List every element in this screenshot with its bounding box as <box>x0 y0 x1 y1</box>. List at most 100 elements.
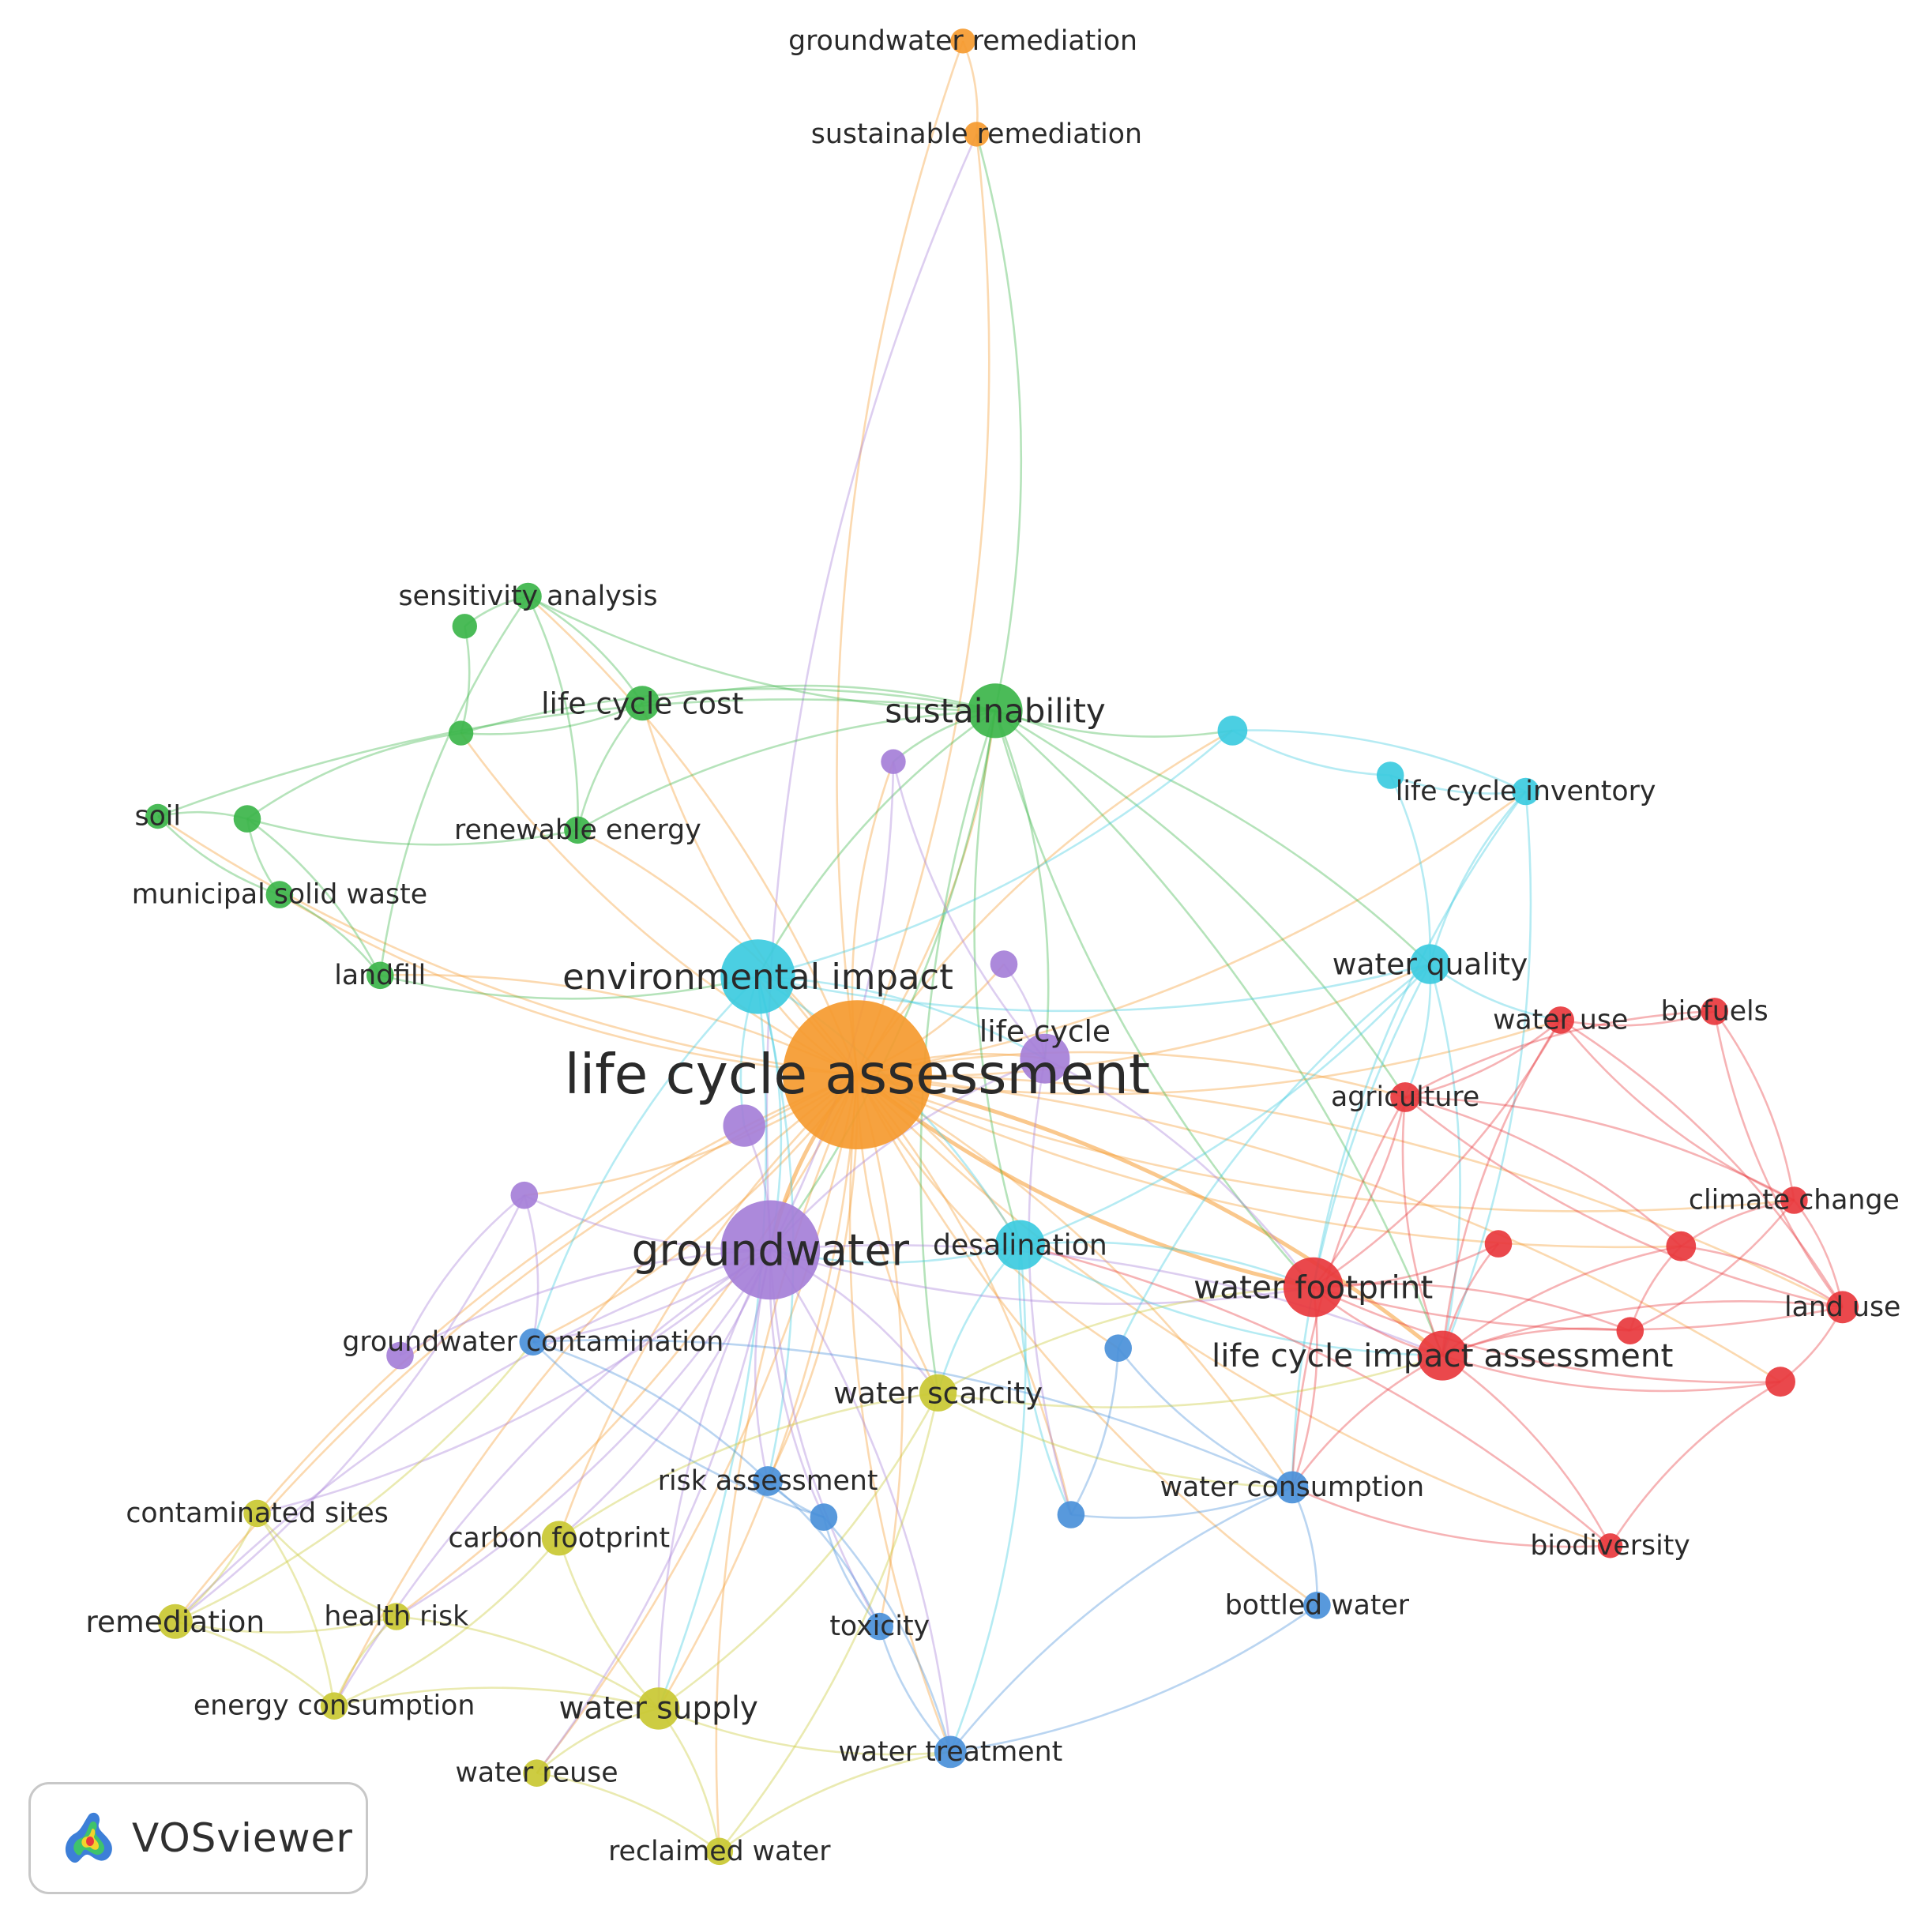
label-wcons[interactable]: water consumption <box>1160 1472 1424 1503</box>
label-lc[interactable]: life cycle <box>979 1014 1111 1049</box>
node-r4[interactable] <box>1765 1367 1796 1397</box>
node-r2[interactable] <box>1666 1231 1697 1261</box>
label-contam[interactable]: contaminated sites <box>126 1498 389 1529</box>
node-wq[interactable] <box>1410 944 1450 984</box>
node-wtreat[interactable] <box>934 1735 967 1769</box>
label-risk[interactable]: risk assessment <box>658 1465 878 1497</box>
label-desal[interactable]: desalination <box>933 1228 1107 1262</box>
label-climate[interactable]: climate change <box>1689 1185 1900 1216</box>
node-wsupply[interactable] <box>637 1687 680 1730</box>
node-wf[interactable] <box>1283 1257 1344 1318</box>
node-lc[interactable] <box>1020 1033 1070 1084</box>
link-lca-reclaimed <box>715 1074 859 1852</box>
node-msw[interactable] <box>265 881 294 908</box>
label-lcc[interactable]: life cycle cost <box>541 686 743 720</box>
node-p2[interactable] <box>990 950 1018 978</box>
label-renew[interactable]: renewable energy <box>454 814 701 846</box>
node-toxicity[interactable] <box>866 1612 893 1641</box>
node-envimp[interactable] <box>720 939 795 1014</box>
node-landuse[interactable] <box>1826 1291 1859 1324</box>
node-climate[interactable] <box>1780 1186 1808 1214</box>
label-gw_rem[interactable]: groundwater remediation <box>788 25 1137 57</box>
node-bottled[interactable] <box>1303 1592 1331 1619</box>
label-toxicity[interactable]: toxicity <box>829 1611 930 1642</box>
node-reclaimed[interactable] <box>705 1837 734 1866</box>
node-soil[interactable] <box>145 803 171 829</box>
label-remed[interactable]: remediation <box>85 1604 265 1639</box>
node-lca[interactable] <box>783 1000 932 1149</box>
node-risk[interactable] <box>753 1466 783 1496</box>
node-carbon[interactable] <box>541 1521 577 1556</box>
node-c2[interactable] <box>1376 761 1404 789</box>
label-sus_rem[interactable]: sustainable remediation <box>811 118 1142 150</box>
label-gw[interactable]: groundwater <box>632 1224 910 1275</box>
node-reuse[interactable] <box>523 1759 551 1787</box>
node-remed[interactable] <box>157 1604 193 1639</box>
node-b3[interactable] <box>1057 1501 1085 1528</box>
label-gwcont[interactable]: groundwater contamination <box>342 1326 724 1358</box>
label-biofuels[interactable]: biofuels <box>1661 995 1768 1027</box>
node-wateruse[interactable] <box>1547 1006 1574 1034</box>
link-agri-r2 <box>1404 1096 1682 1247</box>
label-soil[interactable]: soil <box>135 801 182 833</box>
label-wq[interactable]: water quality <box>1332 947 1528 982</box>
link-lca-wtreat <box>848 1074 952 1753</box>
label-envimp[interactable]: environmental impact <box>562 956 953 998</box>
node-gw[interactable] <box>720 1200 821 1300</box>
label-wf[interactable]: water footprint <box>1193 1269 1433 1307</box>
node-c1[interactable] <box>1217 716 1248 746</box>
label-landfill[interactable]: landfill <box>334 960 426 991</box>
node-biofuels[interactable] <box>1701 998 1728 1025</box>
label-landuse[interactable]: land use <box>1784 1292 1900 1323</box>
label-sust[interactable]: sustainability <box>885 691 1106 730</box>
node-desal[interactable] <box>994 1220 1045 1270</box>
node-landfill[interactable] <box>366 961 394 990</box>
node-p5[interactable] <box>386 1341 414 1370</box>
label-lca[interactable]: life cycle assessment <box>565 1043 1151 1107</box>
node-gwcont[interactable] <box>519 1328 547 1356</box>
node-p1[interactable] <box>881 749 906 774</box>
label-carbon[interactable]: carbon footprint <box>448 1522 670 1554</box>
label-energy[interactable]: energy consumption <box>194 1690 475 1722</box>
node-biodiv[interactable] <box>1597 1533 1623 1558</box>
label-agri[interactable]: agriculture <box>1331 1081 1479 1113</box>
node-sust[interactable] <box>968 683 1023 739</box>
vosviewer-badge[interactable]: VOSviewer <box>28 1782 368 1894</box>
node-contam[interactable] <box>243 1499 271 1528</box>
node-gw_rem[interactable] <box>950 28 975 54</box>
node-sus_rem[interactable] <box>964 122 990 147</box>
node-lcia[interactable] <box>1417 1330 1468 1381</box>
node-b2[interactable] <box>810 1503 838 1531</box>
node-lcc[interactable] <box>625 686 660 721</box>
label-msw[interactable]: municipal solid waste <box>132 879 427 911</box>
label-biodiv[interactable]: biodiversity <box>1530 1530 1690 1562</box>
label-health[interactable]: health risk <box>324 1601 468 1633</box>
node-wscar[interactable] <box>919 1374 957 1412</box>
node-g3[interactable] <box>233 805 261 833</box>
node-r1[interactable] <box>1484 1230 1513 1258</box>
node-lci[interactable] <box>1512 777 1539 806</box>
label-lci[interactable]: life cycle inventory <box>1396 776 1656 807</box>
node-sens[interactable] <box>514 582 542 611</box>
node-b1[interactable] <box>1104 1334 1132 1362</box>
node-p3[interactable] <box>723 1104 765 1147</box>
label-reclaimed[interactable]: reclaimed water <box>608 1836 831 1867</box>
node-g2[interactable] <box>448 720 474 746</box>
node-agri[interactable] <box>1390 1082 1420 1112</box>
label-sens[interactable]: sensitivity analysis <box>398 581 657 612</box>
label-bottled[interactable]: bottled water <box>1225 1589 1410 1621</box>
node-wcons[interactable] <box>1276 1471 1309 1504</box>
label-wsupply[interactable]: water supply <box>558 1690 757 1726</box>
label-wscar[interactable]: water scarcity <box>833 1375 1043 1410</box>
label-reuse[interactable]: water reuse <box>455 1758 618 1789</box>
node-renew[interactable] <box>564 816 592 844</box>
node-health[interactable] <box>382 1603 411 1630</box>
node-r3[interactable] <box>1616 1317 1644 1344</box>
node-g1[interactable] <box>452 614 477 639</box>
label-wateruse[interactable]: water use <box>1493 1004 1628 1036</box>
label-lcia[interactable]: life cycle impact assessment <box>1212 1337 1673 1374</box>
label-wtreat[interactable]: water treatment <box>838 1736 1062 1768</box>
node-p4[interactable] <box>510 1181 539 1209</box>
node-energy[interactable] <box>320 1692 348 1720</box>
